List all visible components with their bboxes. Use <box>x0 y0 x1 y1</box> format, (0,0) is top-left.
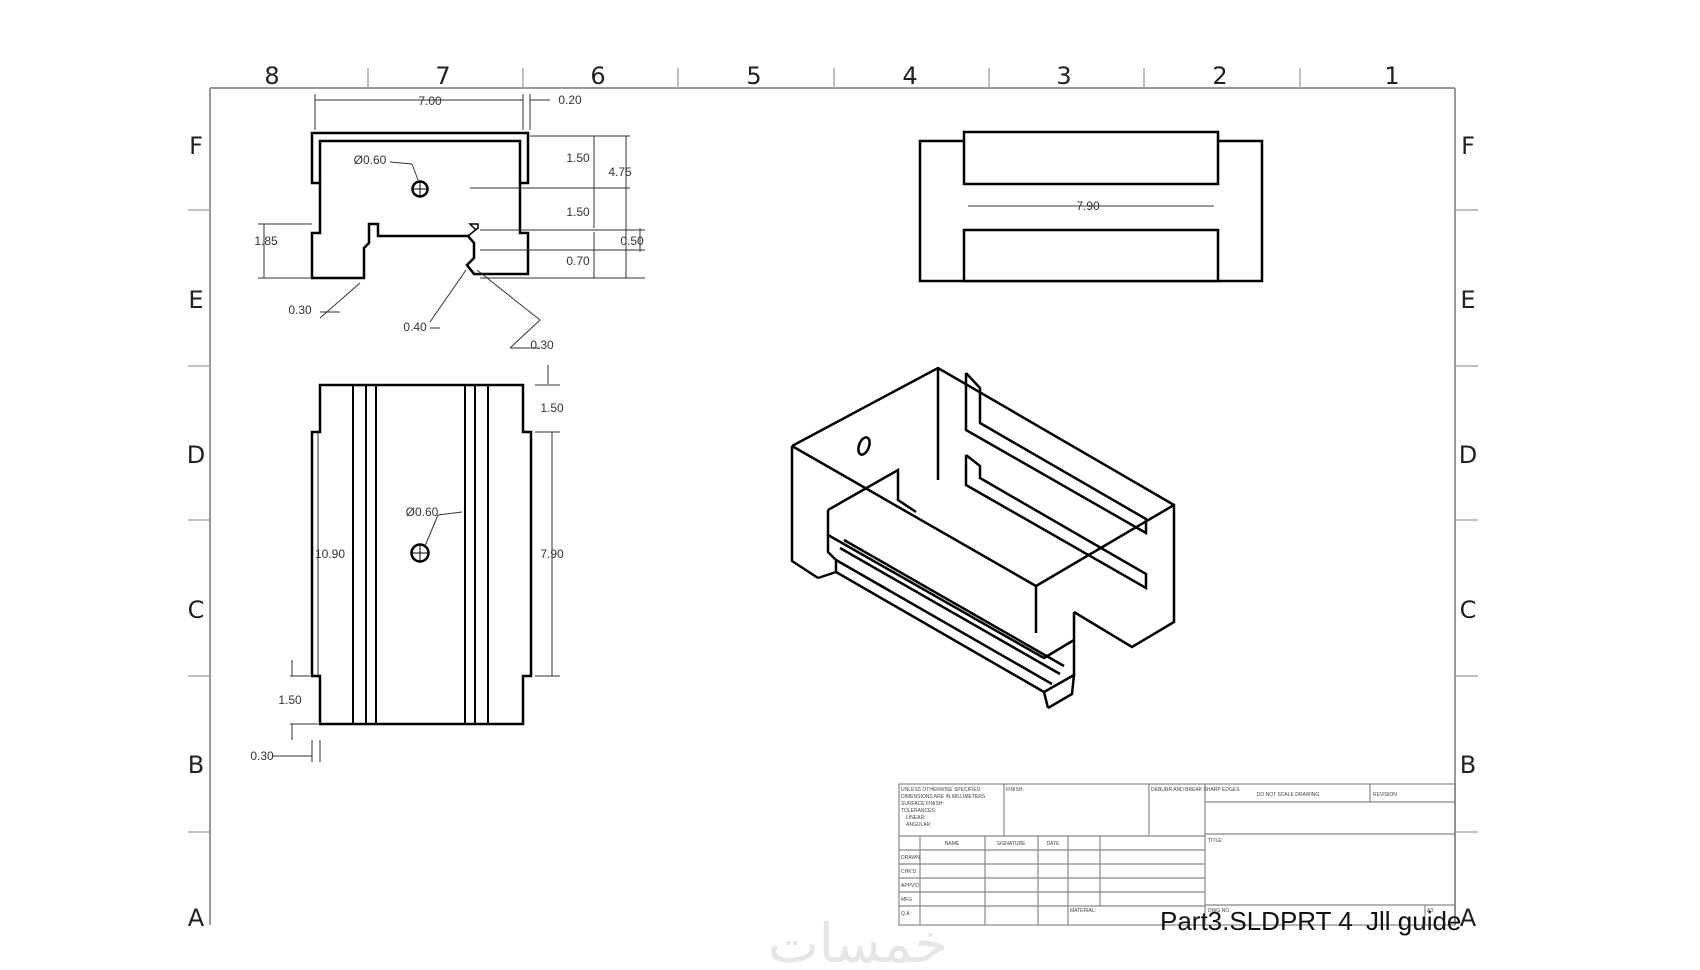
row-label: D <box>187 441 205 469</box>
column-label: 8 <box>264 62 279 90</box>
tb-col-name: NAME <box>945 841 960 847</box>
dim-chamfer-left: 0.30 <box>288 303 312 317</box>
tb-note: ANGULAR: <box>906 822 932 828</box>
watermark: خمسات <box>768 912 948 970</box>
tb-note: DIMENSIONS ARE IN MILLIMETERS <box>901 794 986 800</box>
dim-end-step-bottom: 1.50 <box>278 693 302 707</box>
tb-row-label: Q.A <box>901 911 910 917</box>
dim-left-height: 1.85 <box>254 234 278 248</box>
row-label: C <box>188 596 205 624</box>
dim-end-step-top: 1.50 <box>540 401 564 415</box>
row-label: F <box>1461 132 1475 160</box>
row-label: E <box>188 286 203 314</box>
side-view <box>918 130 1264 283</box>
column-label: 2 <box>1212 62 1227 90</box>
title-block-grid <box>898 783 1456 926</box>
column-label: 7 <box>435 62 450 90</box>
tb-col-date: DATE <box>1047 841 1061 847</box>
tb-note: UNLESS OTHERWISE SPECIFIED: <box>901 787 982 793</box>
tb-part-name: Part3.SLDPRT 4 <box>1160 906 1353 936</box>
tb-dwg-label: DWG NO. <box>1208 908 1231 914</box>
tb-note: SURFACE FINISH: <box>901 801 944 807</box>
dim-slot-length: 7.90 <box>1076 199 1100 213</box>
tb-row-label: DRAWN <box>901 855 920 861</box>
dim-step-upper: 1.50 <box>566 151 590 165</box>
dim-width: 7.00 <box>418 94 442 108</box>
tb-row-label: CHK'D <box>901 869 917 875</box>
row-label: C <box>1460 596 1477 624</box>
dim-edge-offset: 0.30 <box>250 749 274 763</box>
tb-finish: FINISH: <box>1006 787 1024 793</box>
row-label: B <box>188 751 204 779</box>
column-labels: 8 7 6 5 4 3 2 1 <box>264 62 1399 90</box>
dim-edge-offset: 0.20 <box>558 93 582 107</box>
row-labels-right: F E D C B A <box>1459 132 1477 932</box>
dim-chamfer-right: 0.30 <box>530 338 554 352</box>
tb-revision: REVISION <box>1373 792 1397 798</box>
row-label: A <box>188 904 205 932</box>
tb-row-label: APPV'D <box>901 883 919 889</box>
tb-do-not-scale: DO NOT SCALE DRAWING <box>1257 792 1320 798</box>
dim-hole: Ø0.60 <box>354 153 387 167</box>
isometric-view <box>790 366 1176 710</box>
column-label: 4 <box>902 62 917 90</box>
dim-chamfer-mid: 0.40 <box>403 320 427 334</box>
front-dimensions: 7.00 0.20 Ø0.60 1.50 4.75 1.50 0.50 0.70… <box>254 93 644 352</box>
column-label: 6 <box>590 62 605 90</box>
tb-material-label: MATERIAL: <box>1070 908 1096 914</box>
front-view <box>310 131 530 280</box>
row-label: E <box>1460 286 1475 314</box>
dim-hole: Ø0.60 <box>406 505 439 519</box>
tb-deburr: DEBURR AND BREAK SHARP EDGES <box>1151 787 1240 793</box>
tb-name-right: Jll guide <box>1366 906 1461 936</box>
row-labels-left: F E D C B A <box>187 132 205 932</box>
dim-height-total: 4.75 <box>608 165 632 179</box>
tb-note: TOLERANCES: <box>901 808 936 814</box>
top-view <box>310 383 533 726</box>
tb-col-signature: SIGNATURE <box>997 841 1026 847</box>
tb-size: A3 <box>1427 908 1433 914</box>
dim-inner-length: 7.90 <box>540 547 564 561</box>
column-label: 5 <box>746 62 761 90</box>
dim-slot-depth: 0.50 <box>620 234 644 248</box>
dim-slot-gap: 0.70 <box>566 254 590 268</box>
row-label: F <box>189 132 203 160</box>
zone-ticks <box>188 68 1478 833</box>
top-dimensions: 1.50 7.90 10.90 Ø0.60 1.50 0.30 <box>250 401 564 763</box>
column-label: 1 <box>1384 62 1399 90</box>
column-label: 3 <box>1056 62 1071 90</box>
front-dimension-lines <box>258 94 645 349</box>
tb-title-label: TITLE: <box>1208 838 1223 844</box>
tb-row-label: MFG <box>901 897 912 903</box>
dim-length: 10.90 <box>315 547 345 561</box>
top-dimension-lines <box>272 365 560 762</box>
row-label: A <box>1460 904 1477 932</box>
title-block-text: UNLESS OTHERWISE SPECIFIED: DIMENSIONS A… <box>901 787 1461 936</box>
row-label: B <box>1460 751 1476 779</box>
dim-step-lower: 1.50 <box>566 205 590 219</box>
row-label: D <box>1459 441 1477 469</box>
tb-note: LINEAR: <box>906 815 925 821</box>
